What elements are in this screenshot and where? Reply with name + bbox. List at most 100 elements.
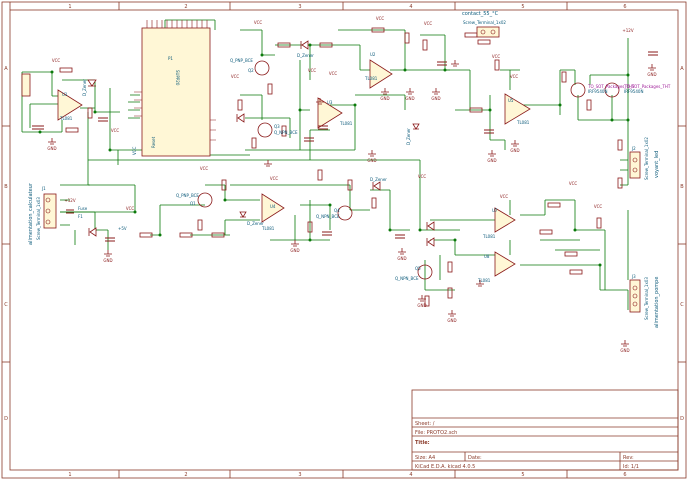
p1-ref: P1: [168, 56, 173, 61]
opamp-u5: [504, 93, 531, 125]
col-label-1-bottom: 1: [68, 472, 71, 478]
vcc-label-4: VCC: [376, 16, 385, 21]
col-label-1-top: 1: [68, 4, 71, 10]
j2-caption: voyant_led: [654, 151, 660, 178]
col-label-5-bottom: 5: [521, 472, 524, 478]
connector-p1-body: [141, 27, 211, 157]
u5-part: TL081: [516, 120, 530, 125]
gnd-label-5: GND: [380, 96, 389, 101]
vcc-label-16: VCC: [111, 128, 120, 133]
resistors: [59, 27, 623, 307]
title-kicad: KiCad E.D.A. kicad 4.0.5: [415, 464, 475, 470]
vertical-captions: Screw_Terminal_1x03 alimentation_calcula…: [28, 137, 660, 328]
gnd-label-10: GND: [417, 303, 426, 308]
opamp-u3: [317, 97, 343, 129]
gnd-label-12: GND: [620, 348, 629, 353]
j2-part: Screw_Terminal_1x02: [644, 137, 649, 180]
transistor-q4: [337, 205, 353, 221]
vcc-label-13: VCC: [594, 204, 603, 209]
mos1-label: TO_SOT_Packages_THT: [587, 84, 635, 89]
gnd-label-7: GND: [431, 96, 440, 101]
vcc-label-5: VCC: [424, 21, 433, 26]
diodes: [87, 40, 435, 247]
mosfet-2: [604, 82, 620, 98]
plus5v-label: +5V: [118, 226, 127, 231]
gnd-label-11: GND: [447, 318, 456, 323]
transistor-q5: [417, 264, 433, 280]
row-label-c-left: C: [4, 302, 8, 308]
col-label-3-top: 3: [298, 4, 301, 10]
junction-dots: [38, 43, 630, 267]
mos2-label: TO_SOT_Packages_THT: [623, 84, 671, 89]
vcc-label-9: VCC: [329, 71, 338, 76]
capacitors: [32, 51, 658, 242]
plus12-label-2: +12V: [64, 198, 75, 203]
connector-j2-body: [629, 151, 641, 179]
vcc-label-6: VCC: [492, 54, 501, 59]
u7-ref: U7: [492, 208, 498, 213]
col-label-5-top: 5: [521, 4, 524, 10]
p1-part: SUPP20: [175, 70, 180, 86]
q4-ref: Q4: [334, 208, 340, 213]
gnd-label-6: GND: [405, 96, 414, 101]
gnd-label-8: GND: [487, 158, 496, 163]
title-block-text: Sheet: / File: PROTO2.sch Title: Size: A…: [415, 421, 639, 470]
p1-pin-stubs: [134, 20, 216, 141]
j3-ref: J3: [631, 274, 636, 279]
zener-label-3: D_Zener: [406, 128, 411, 145]
zener-label-5: D_Zener: [247, 221, 264, 226]
row-label-a-left: A: [4, 66, 8, 72]
vcc-label-3: VCC: [308, 68, 317, 73]
u8-part: TL081: [477, 278, 491, 283]
row-label-a-right: A: [680, 66, 684, 72]
q2-part: Q_PNP_BCE: [230, 58, 253, 63]
col-label-2-bottom: 2: [184, 472, 187, 478]
col-label-6-top: 6: [623, 4, 626, 10]
zener-label-2: D_Zener: [370, 177, 387, 182]
connector-j3-body: [629, 279, 641, 313]
col-label-3-bottom: 3: [298, 472, 301, 478]
u1-part: TL081: [59, 116, 73, 121]
row-label-c-right: C: [680, 302, 684, 308]
vcc-label-1: VCC: [52, 58, 61, 63]
q3-ref: Q3: [274, 124, 280, 129]
wires: [21, 19, 629, 310]
j3-part: Screw_Terminal_1x03: [644, 277, 649, 320]
title-title: Title:: [415, 440, 430, 446]
gnd-label-4: GND: [367, 158, 376, 163]
opamp-u2: [369, 59, 393, 89]
q1-part: Q_PNP_BCE: [176, 193, 199, 198]
contact-caption: contact_55_°C: [462, 11, 499, 17]
transistor-q1: [197, 192, 213, 208]
frame-column-labels: 1 2 3 4 5 6 1 2 3 4 5 6: [68, 4, 626, 478]
j4-part: Screw_Terminal_1x02: [463, 20, 506, 25]
title-rev: Rev:: [623, 455, 634, 461]
mosfet-1: [570, 82, 586, 98]
gnd-label-3: GND: [290, 248, 299, 253]
title-block: [411, 389, 679, 471]
row-label-b-right: B: [680, 184, 684, 190]
gnd-label-1: GND: [47, 146, 56, 151]
connector-pins: [45, 29, 638, 307]
u3-part: TL081: [339, 121, 353, 126]
title-file: File: PROTO2.sch: [415, 430, 457, 436]
transistor-q2: [254, 60, 270, 76]
row-label-d-left: D: [4, 416, 8, 422]
u2-part: TL081: [364, 76, 378, 81]
reset-pin: Reset: [151, 136, 156, 148]
col-label-4-top: 4: [409, 4, 412, 10]
col-label-2-top: 2: [184, 4, 187, 10]
row-label-d-right: D: [680, 416, 684, 422]
vcc-label-17: VCC: [200, 166, 209, 171]
vcc-label-2: VCC: [254, 20, 263, 25]
transistors: [197, 60, 620, 280]
j2-ref: J2: [631, 146, 636, 151]
connectors: [21, 26, 641, 313]
u7-part: TL081: [482, 234, 496, 239]
u3-ref: U3: [327, 100, 333, 105]
u1-ref: U1: [62, 92, 68, 97]
plus12-label-1: +12V: [622, 28, 633, 33]
zener-label-1: D_Zener: [297, 53, 314, 58]
